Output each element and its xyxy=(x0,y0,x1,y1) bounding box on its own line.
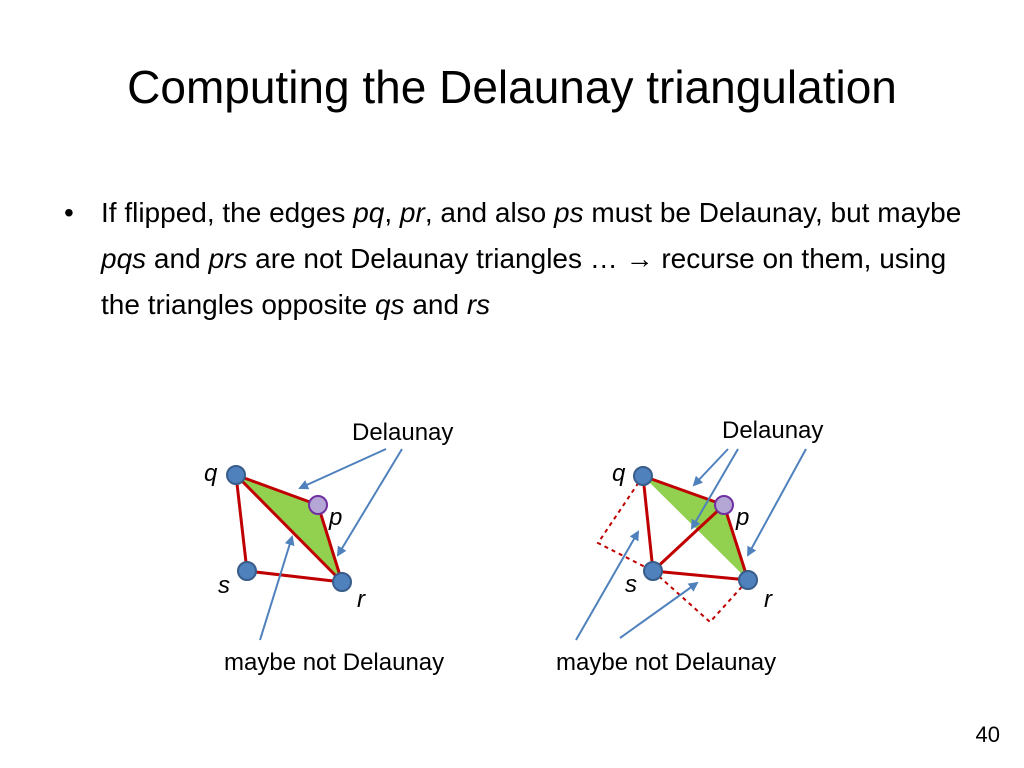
left-label-q: q xyxy=(204,460,218,487)
bullet-text-part: and xyxy=(404,289,467,320)
left-edge-qr xyxy=(234,473,344,584)
right-arrow-delaunay-3 xyxy=(747,448,807,557)
right-maybe-label: maybe not Delaunay xyxy=(556,649,776,676)
left-edge-qp xyxy=(235,473,319,507)
right-arrow-maybe-1 xyxy=(575,530,639,641)
right-arrow-icon: → xyxy=(625,243,654,274)
left-edge-pr xyxy=(316,504,344,583)
left-vertex-r xyxy=(332,572,352,592)
bullet-text-part: and xyxy=(146,243,209,274)
left-label-r: r xyxy=(357,586,366,613)
left-label-s: s xyxy=(218,572,230,599)
left-arrow-delaunay-2 xyxy=(336,448,403,557)
left-vertex-q xyxy=(226,465,246,485)
bullet-text-part: must be Delaunay, but maybe xyxy=(583,197,962,228)
edge-qs: qs xyxy=(374,289,405,320)
left-vertex-s xyxy=(237,561,257,581)
left-vertex-p xyxy=(308,495,328,515)
right-diagram: q p s r Delaunay maybe not Delaunay xyxy=(556,417,823,676)
right-vertex-s xyxy=(643,561,663,581)
left-arrow-delaunay-1 xyxy=(298,448,387,490)
right-arrow-delaunay-2 xyxy=(690,448,739,530)
bullet-text-part: , xyxy=(384,197,400,228)
left-maybe-label: maybe not Delaunay xyxy=(224,649,444,676)
right-edge-sr xyxy=(652,569,749,582)
edge-ps: ps xyxy=(554,197,584,228)
left-delaunay-label: Delaunay xyxy=(352,419,453,446)
bullet-dot: • xyxy=(64,197,74,228)
right-edge-qp xyxy=(642,474,725,507)
triangle-pqs: pqs xyxy=(101,243,147,274)
bullet-text-part: , and also xyxy=(424,197,555,228)
left-edge-sr xyxy=(246,569,343,584)
right-vertex-q xyxy=(633,466,653,486)
edge-pr: pr xyxy=(399,197,425,228)
right-label-q: q xyxy=(612,460,626,487)
right-vertex-r xyxy=(738,570,758,590)
left-edge-qs xyxy=(234,474,249,572)
left-diagram: q p s r Delaunay maybe not Delaunay xyxy=(204,419,453,676)
slide-title: Computing the Delaunay triangulation xyxy=(127,61,897,113)
edge-rs: rs xyxy=(466,289,491,320)
bullet-text-part: recurse on them, using the triangles opp… xyxy=(101,243,947,320)
bullet-text-part: If flipped, the edges xyxy=(101,197,354,228)
page-number: 40 xyxy=(975,722,1000,747)
right-edge-ps xyxy=(651,503,726,573)
right-label-s: s xyxy=(625,571,637,598)
left-label-p: p xyxy=(328,504,342,531)
right-vertex-p xyxy=(714,495,734,515)
right-label-r: r xyxy=(764,586,773,613)
right-arrow-maybe-2 xyxy=(619,581,699,639)
edge-pq: pq xyxy=(353,197,385,228)
right-dotted-quad-bottom xyxy=(652,570,749,624)
triangle-prs: prs xyxy=(208,243,248,274)
bullet-point: • If flipped, the edges pq, pr, and also… xyxy=(64,190,964,328)
bullet-text: If flipped, the edges pq, pr, and also p… xyxy=(101,190,964,328)
right-edge-pr xyxy=(722,504,750,581)
bullet-text-part: are not Delaunay triangles … xyxy=(247,243,626,274)
right-delaunay-label: Delaunay xyxy=(722,417,823,444)
left-arrow-maybe xyxy=(259,535,295,641)
right-dotted-quad-left xyxy=(596,475,654,572)
right-arrow-delaunay-1 xyxy=(692,448,729,487)
right-label-p: p xyxy=(735,504,749,531)
right-edge-qs xyxy=(641,475,655,572)
